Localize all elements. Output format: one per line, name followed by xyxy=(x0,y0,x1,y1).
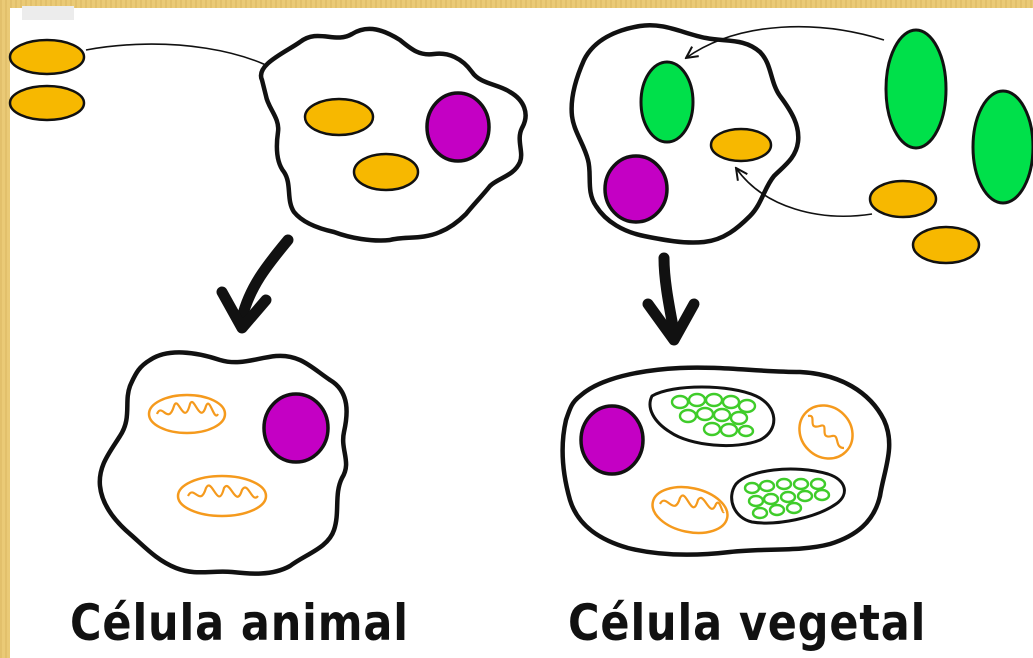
nucleus xyxy=(605,156,667,222)
animal-cell xyxy=(100,352,347,573)
bacterium xyxy=(10,40,84,74)
nucleus xyxy=(264,394,328,462)
host-cell-right xyxy=(572,25,799,242)
chloroplast-bacterium xyxy=(641,62,693,142)
free-bacteria-right xyxy=(870,30,1033,263)
bacterium xyxy=(913,227,979,263)
chloroplast-bacterium xyxy=(973,91,1033,203)
nucleus xyxy=(581,406,643,474)
host-cell-left xyxy=(261,29,526,241)
mitochondrion-bacterium xyxy=(305,99,373,135)
chloroplast-bacterium xyxy=(886,30,946,148)
plant-cell xyxy=(563,368,890,555)
down-arrow-icon xyxy=(222,240,288,328)
plant-cell-label: Célula vegetal xyxy=(568,588,926,658)
animal-cell-label: Célula animal xyxy=(70,588,409,658)
bacterium xyxy=(870,181,936,217)
bacterium xyxy=(10,86,84,120)
mitochondrion xyxy=(149,395,225,433)
nucleus xyxy=(427,93,489,161)
mitochondrion-bacterium xyxy=(711,129,771,161)
mitochondrion-bacterium xyxy=(354,154,418,190)
cell-membrane xyxy=(100,352,347,573)
mitochondrion xyxy=(178,476,266,516)
down-arrow-icon xyxy=(648,258,694,340)
free-bacteria-left xyxy=(10,40,84,120)
